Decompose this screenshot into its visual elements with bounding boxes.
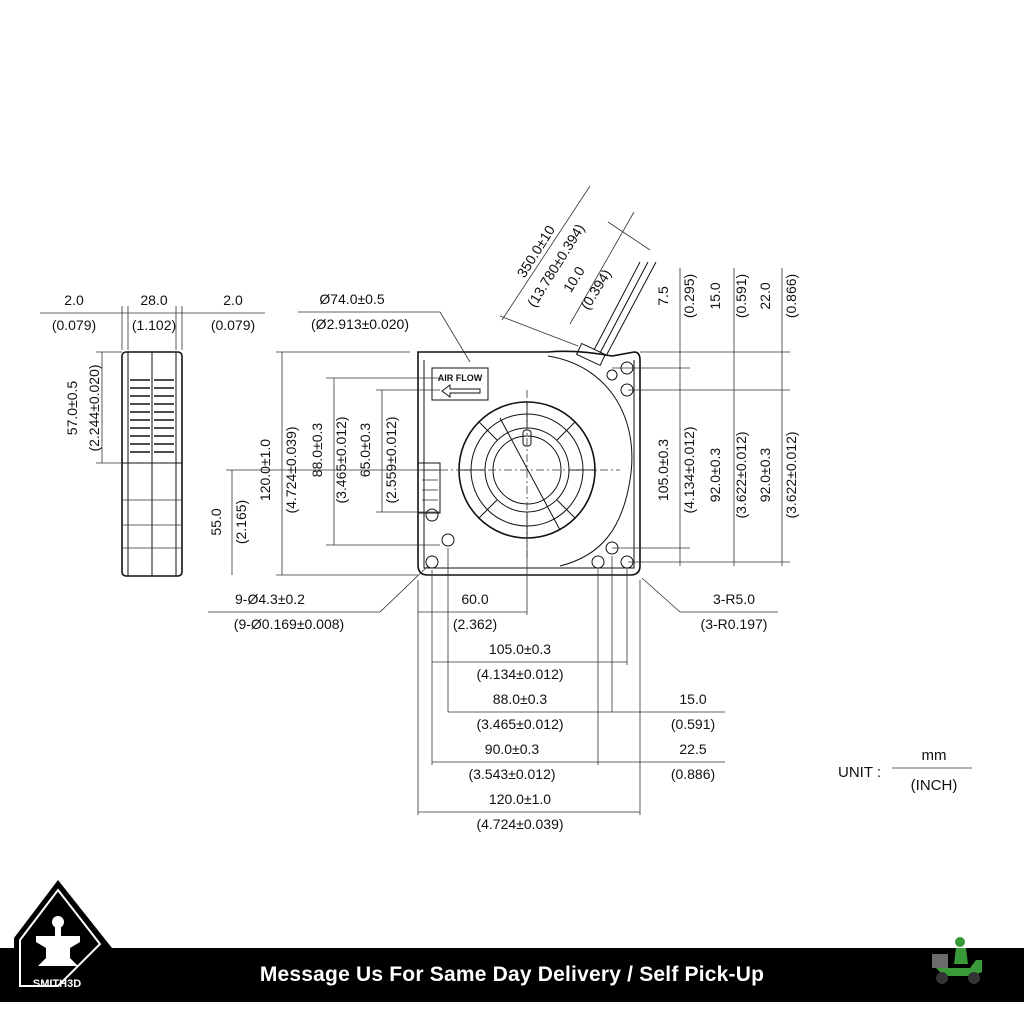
- dim-bottom-15-mm: 15.0: [679, 691, 706, 707]
- dim-right-7-5-mm: 7.5: [655, 286, 671, 306]
- dim-left-55-in: (2.165): [233, 500, 249, 544]
- dim-radius-mm: 3-R5.0: [713, 591, 755, 607]
- dim-right-7-5-in: (0.295): [681, 274, 697, 318]
- dim-bottom-88-in: (3.465±0.012): [476, 716, 563, 732]
- dim-bottom-88-mm: 88.0±0.3: [493, 691, 548, 707]
- dim-right-15-mm: 15.0: [707, 282, 723, 309]
- dim-left-55-mm: 55.0: [208, 508, 224, 535]
- dim-bottom-22-in: (0.886): [671, 766, 715, 782]
- dim-left-88-in: (3.465±0.012): [333, 416, 349, 503]
- delivery-scooter-icon: [932, 937, 982, 984]
- unit-label: UNIT :: [838, 764, 881, 781]
- dim-right-15-in: (0.591): [733, 274, 749, 318]
- smith3d-logo: [14, 880, 112, 1002]
- brand-name: SMITH3D: [32, 978, 82, 990]
- dim-right-22-mm: 22.0: [757, 282, 773, 309]
- dim-right-22-in: (0.866): [783, 274, 799, 318]
- dim-holes-mm: 9-Ø4.3±0.2: [235, 591, 305, 607]
- dim-side-mid-in: (1.102): [132, 317, 176, 333]
- footer-bar: Message Us For Same Day Delivery / Self …: [0, 948, 1024, 1002]
- dim-bottom-90-in: (3.543±0.012): [468, 766, 555, 782]
- dim-left-65-in: (2.559±0.012): [383, 416, 399, 503]
- dim-right-105-mm: 105.0±0.3: [655, 439, 671, 501]
- dim-bottom-120-in: (4.724±0.039): [476, 816, 563, 832]
- airflow-text: AIR FLOW: [438, 373, 483, 383]
- dim-side-right-mm: 2.0: [223, 292, 243, 308]
- dim-bottom-105-mm: 105.0±0.3: [489, 641, 551, 657]
- dim-bottom-90-mm: 90.0±0.3: [485, 741, 540, 757]
- dim-side-mid-mm: 28.0: [140, 292, 167, 308]
- dim-strip-mm: 10.0: [560, 263, 588, 295]
- dim-radius-in: (3-R0.197): [701, 616, 768, 632]
- dim-bottom-120-mm: 120.0±1.0: [489, 791, 551, 807]
- anvil-icon: [36, 916, 80, 966]
- dim-right-92b-mm: 92.0±0.3: [757, 448, 773, 503]
- side-view: [40, 306, 265, 577]
- dim-left-120-in: (4.724±0.039): [283, 426, 299, 513]
- dim-bottom-22-mm: 22.5: [679, 741, 706, 757]
- dim-left-120-mm: 120.0±1.0: [257, 439, 273, 501]
- side-grille: [130, 379, 174, 453]
- dim-diameter-in: (Ø2.913±0.020): [311, 316, 409, 332]
- dim-holes-in: (9-Ø0.169±0.008): [234, 616, 344, 632]
- dim-bottom-105-in: (4.134±0.012): [476, 666, 563, 682]
- dim-right-92a-mm: 92.0±0.3: [707, 448, 723, 503]
- dim-bottom-60-in: (2.362): [453, 616, 497, 632]
- dim-left-65-mm: 65.0±0.3: [357, 423, 373, 478]
- dim-bottom-15-in: (0.591): [671, 716, 715, 732]
- dim-side-height-in: (2.244±0.020): [86, 364, 102, 451]
- footer-message: Message Us For Same Day Delivery / Self …: [259, 963, 765, 986]
- dim-right-92a-in: (3.622±0.012): [733, 431, 749, 518]
- dim-right-105-in: (4.134±0.012): [681, 426, 697, 513]
- front-view: [417, 261, 657, 576]
- dim-side-left-in: (0.079): [52, 317, 96, 333]
- dim-diameter-mm: Ø74.0±0.5: [319, 291, 384, 307]
- unit-mm: mm: [922, 747, 947, 764]
- dim-side-height-mm: 57.0±0.5: [64, 381, 80, 436]
- dim-right-92b-in: (3.622±0.012): [783, 431, 799, 518]
- dim-bottom-60-mm: 60.0: [461, 591, 488, 607]
- airflow-label: AIR FLOW: [431, 367, 489, 401]
- front-dimension-lines: [208, 185, 790, 815]
- dim-left-88-mm: 88.0±0.3: [309, 423, 325, 478]
- dim-side-right-in: (0.079): [211, 317, 255, 333]
- unit-inch: (INCH): [911, 777, 958, 794]
- dim-side-left-mm: 2.0: [64, 292, 84, 308]
